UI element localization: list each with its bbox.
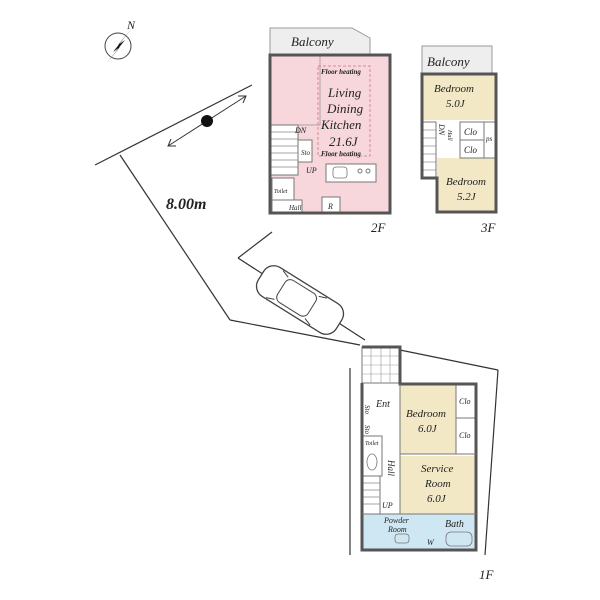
north-arrow-icon: N — [104, 18, 136, 64]
road-width-label: 8.00m — [166, 196, 206, 213]
bedroom-3f-north-name: Bedroom — [434, 83, 474, 95]
bedroom-1f — [400, 384, 456, 454]
closet-3f-2-label: Clo — [464, 145, 478, 155]
site-plan: 8.00m — [94, 84, 499, 556]
service-room-line1: Service — [421, 463, 453, 475]
toilet-label-2f: Toilet — [274, 189, 288, 195]
storage-1f-1-label: Sto — [363, 405, 371, 414]
balcony-2f-label: Balcony — [291, 34, 334, 49]
powder-room-line1: Powder — [383, 516, 410, 525]
hall-label-3f: Hall — [446, 129, 452, 141]
pipe-space-label: ps — [485, 135, 493, 143]
stairs-dn-label-2f: DN — [294, 126, 307, 135]
bedroom-1f-size: 6.0J — [418, 423, 438, 435]
hall-label-2f: Hall — [288, 204, 302, 212]
bedroom-3f-south — [437, 158, 496, 212]
refrigerator-label: R — [327, 202, 333, 211]
balcony-3f — [421, 45, 493, 75]
closet-3f-1-label: Clo — [464, 127, 478, 137]
floor-1f: Ent Sto Sto Bedroom 6.0J Clo Clo Toilet … — [360, 345, 495, 582]
bedroom-3f-south-name: Bedroom — [446, 176, 486, 188]
storage-1f-2-label: Sto — [363, 425, 371, 434]
ldk-label-line2: Dining — [326, 101, 364, 116]
powder-room — [362, 514, 442, 550]
floor-heating-label-bottom: Floor heating — [321, 150, 361, 158]
point-marker-icon — [201, 115, 213, 127]
bedroom-3f-north-size: 5.0J — [446, 98, 466, 110]
ldk-label-line1: Living — [327, 85, 362, 100]
car-icon — [255, 265, 345, 335]
closet-1f-2-label: Clo — [459, 431, 471, 440]
bath-label: Bath — [445, 519, 464, 530]
service-room-line2: Room — [424, 478, 451, 490]
bedroom-1f-name: Bedroom — [406, 408, 446, 420]
closet-1f-1-label: Clo — [459, 397, 471, 406]
washer-label: W — [427, 538, 435, 547]
floor-2f-label: 2F — [371, 220, 387, 235]
bedroom-3f-north — [422, 74, 496, 120]
hall-label-1f: Hall — [386, 459, 396, 477]
service-room-size: 6.0J — [427, 493, 447, 505]
floor-2f: Balcony Floor heating Living Dining Kitc… — [268, 27, 392, 235]
service-room — [400, 456, 476, 514]
ldk-size: 21.6J — [329, 134, 359, 149]
stairs-dn-label-3f: DN — [437, 123, 446, 136]
balcony-3f-label: Balcony — [427, 54, 470, 69]
storage-label-2f: Sto — [301, 149, 310, 157]
stairs-up-label-1f: UP — [382, 501, 393, 510]
stairs-up-label-2f: UP — [306, 166, 317, 175]
floor-3f-label: 3F — [480, 220, 497, 235]
bedroom-3f-south-size: 5.2J — [457, 191, 477, 203]
floor-1f-label: 1F — [479, 567, 495, 582]
ldk-label-line3: Kitchen — [320, 117, 361, 132]
toilet-label-1f: Toilet — [365, 441, 379, 447]
entrance-label: Ent — [375, 399, 390, 410]
powder-room-line2: Room — [387, 525, 407, 534]
floor-heating-label-top: Floor heating — [321, 68, 361, 76]
floor-3f: Balcony Bedroom 5.0J Bedroom 5.2J Clo Cl… — [420, 45, 498, 235]
compass-label: N — [126, 18, 136, 32]
